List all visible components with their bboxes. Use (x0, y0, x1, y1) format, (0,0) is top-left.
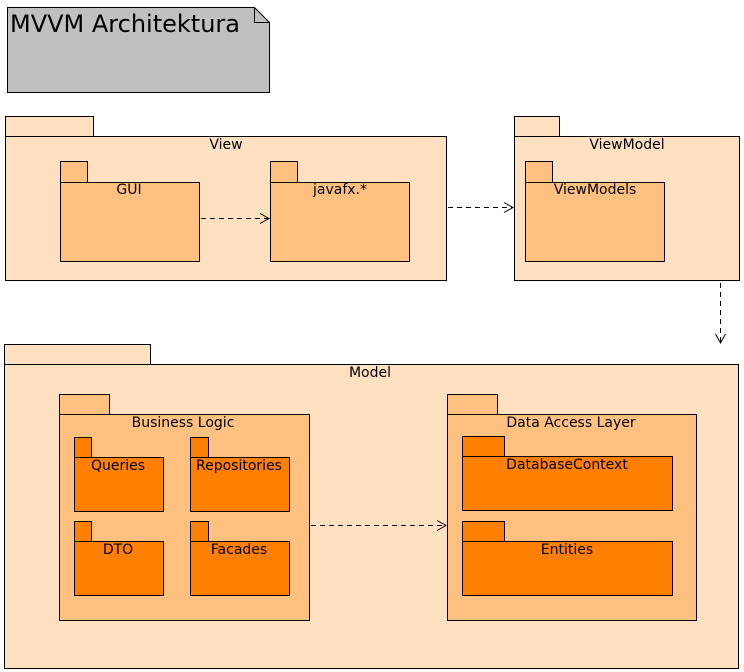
package-viewmodel-label: ViewModel (589, 137, 664, 153)
package-entities-label: Entities (541, 542, 593, 558)
package-database-context[interactable]: DatabaseContext (462, 436, 673, 511)
package-business-logic-label: Business Logic (132, 415, 235, 431)
package-database-context-label: DatabaseContext (506, 457, 628, 473)
package-queries-label: Queries (91, 458, 145, 474)
package-data-access-layer-label: Data Access Layer (506, 415, 636, 431)
package-model-label: Model (349, 365, 391, 381)
package-queries[interactable]: Queries (74, 437, 164, 512)
package-gui-label: GUI (116, 182, 141, 198)
package-dto[interactable]: DTO (74, 521, 164, 596)
package-view-label: View (209, 137, 242, 153)
package-repositories[interactable]: Repositories (190, 437, 290, 512)
note-title: MVVM Architektura (10, 10, 240, 38)
package-viewmodels-label: ViewModels (554, 182, 637, 198)
package-gui[interactable]: GUI (60, 161, 200, 262)
package-entities[interactable]: Entities (462, 521, 673, 596)
package-facades[interactable]: Facades (190, 521, 290, 596)
package-javafx[interactable]: javafx.* (270, 161, 410, 262)
title-note: MVVM Architektura (7, 7, 270, 93)
package-javafx-label: javafx.* (312, 182, 367, 198)
package-viewmodels[interactable]: ViewModels (525, 161, 665, 262)
package-dto-label: DTO (103, 542, 133, 558)
package-facades-label: Facades (211, 542, 267, 558)
package-repositories-label: Repositories (196, 458, 282, 474)
